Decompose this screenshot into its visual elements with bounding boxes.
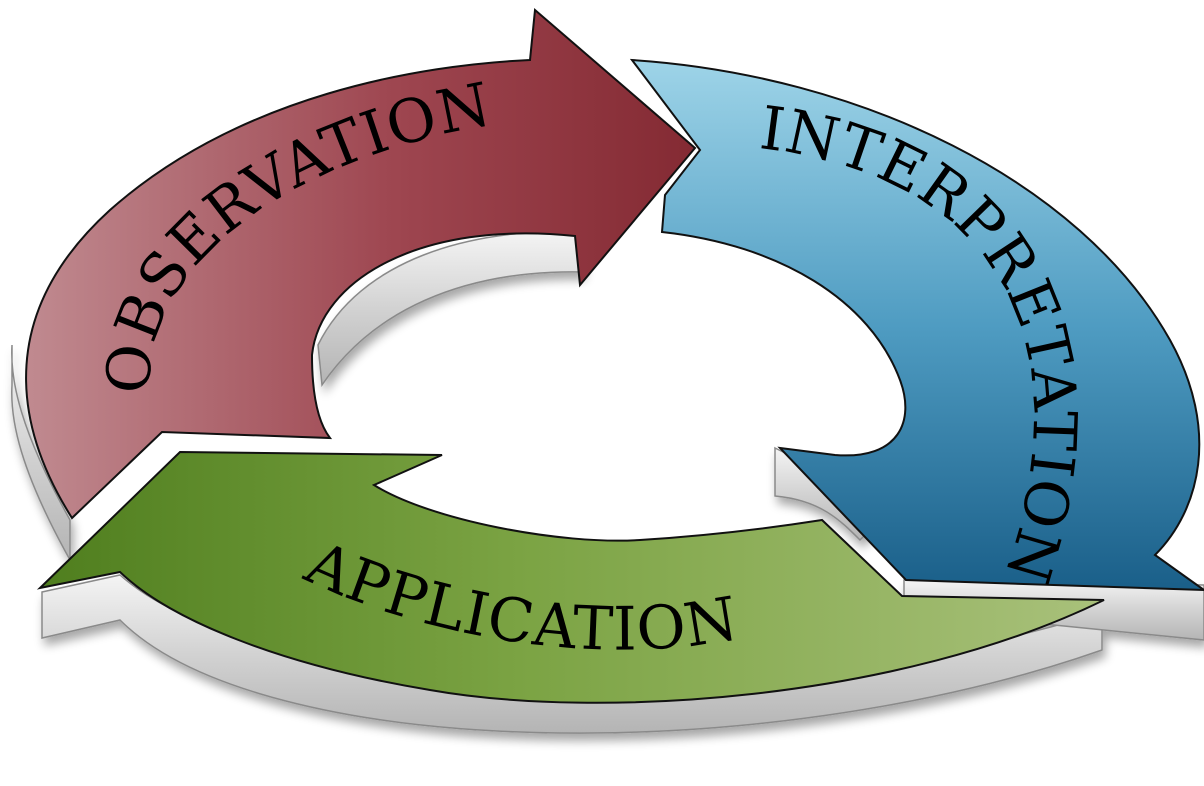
application-arrow: [36, 450, 1105, 704]
interpretation-arrow: [629, 58, 1204, 592]
observation-arrow: [25, 7, 697, 520]
